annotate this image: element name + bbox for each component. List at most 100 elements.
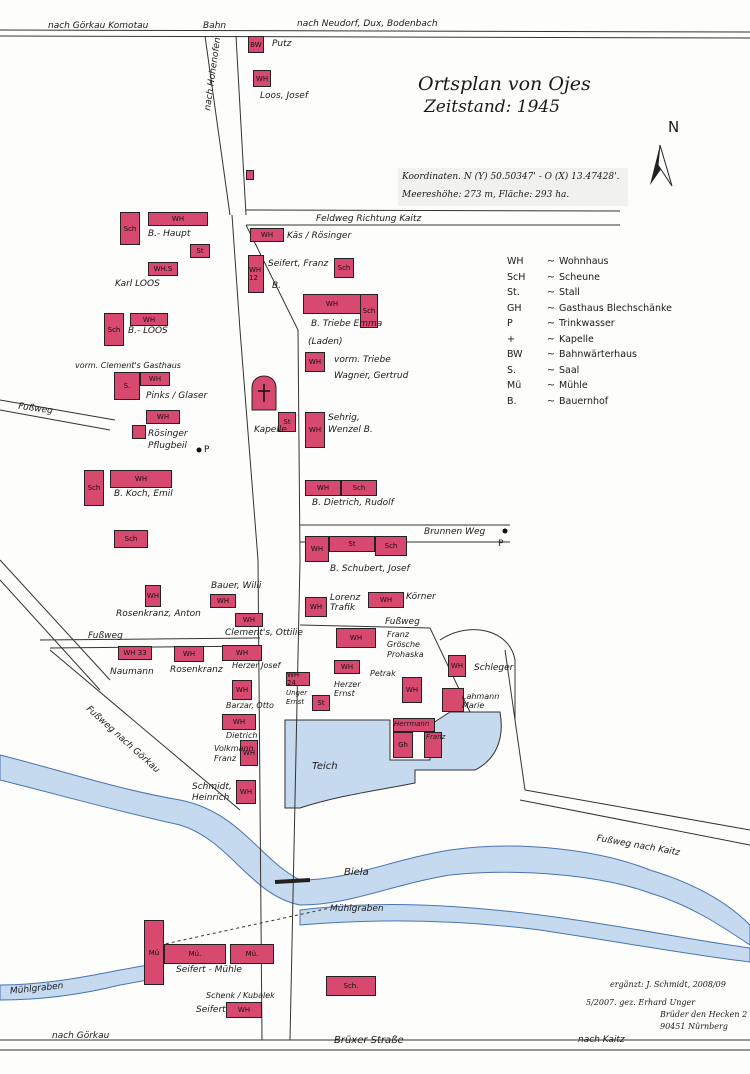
building-seifert-wh: WH 12: [248, 255, 264, 293]
building-sch-isolated: Sch: [114, 530, 148, 548]
label-dietrich: Dietrich: [226, 731, 258, 740]
building-herzer-josef-wh: WH: [222, 645, 262, 661]
pond-teich: [284, 711, 502, 809]
label-petrak: Petrak: [370, 669, 396, 678]
well-icon-2: [502, 528, 508, 534]
credit-line-1: 5/2007. gez. Erhard Unger: [586, 998, 696, 1007]
building-koch-sch: Sch: [84, 470, 104, 506]
road-label-fussweg-mid: Fußweg: [88, 631, 123, 641]
legend-item: +~Kapelle: [507, 333, 594, 345]
building-clement-wh: WH: [235, 613, 263, 627]
building-wagner-wh: WH: [305, 352, 325, 372]
building-herzer-ernst-wh: WH: [334, 660, 360, 674]
legend-item: St.~Stall: [507, 287, 580, 298]
building-unger-st: St: [312, 695, 330, 711]
legend: WH~Wohnhaus ScH~Scheune St.~Stall GH~Gas…: [507, 254, 672, 409]
millrace-stream: [299, 904, 750, 963]
label-lahmann-marie: Lahmann Marie: [462, 692, 500, 710]
label-seifert: Seifert: [196, 1005, 226, 1015]
building-groesche-wh: WH: [336, 628, 376, 648]
label-b-schubert: B. Schubert, Josef: [330, 564, 410, 574]
label-laden: (Laden): [308, 337, 343, 347]
label-sehrig: Sehrig, Wenzel B.: [328, 413, 373, 435]
building-muehle-right: Mü.: [230, 944, 274, 964]
label-b-loos: B.- LOOS: [128, 326, 168, 336]
building-bloos-wh: WH: [130, 313, 168, 326]
label-loos-josef: Loos, Josef: [260, 91, 308, 101]
label-roesinger-pflugbeil: Rösinger Pflugbeil: [148, 429, 188, 451]
label-herzer-ernst: Herzer Ernst: [334, 680, 361, 698]
label-b-haupt: B.- Haupt: [148, 229, 191, 239]
label-franz-groesche: Franz Grösche Prohaska: [387, 630, 424, 659]
road-label-goerkau-komotau: nach Görkau Komotau: [48, 21, 149, 31]
building-muehle-left: Mü: [144, 920, 164, 985]
building-lorenz-wh: WH: [305, 597, 327, 617]
credit-ergaenzt: ergänzt: J. Schmidt, 2008/09: [610, 980, 726, 989]
building-gasthaus: Gh: [393, 732, 413, 758]
building-unger-wh: WH 24: [286, 672, 310, 686]
label-b-koch: B. Koch, Emil: [114, 489, 173, 499]
label-volkmann-franz: Volkmann Franz: [214, 744, 254, 763]
building-schubert-sch: Sch: [375, 536, 407, 556]
building-dietrich2-wh: WH: [222, 714, 256, 730]
building-rosenkranz-wh: WH: [145, 585, 161, 607]
label-unger-ernst: Unger Ernst: [286, 689, 308, 706]
building-herrmann: [393, 718, 435, 732]
building-koerner-wh: WH: [368, 592, 404, 608]
building-kaes-wh: WH: [250, 228, 284, 242]
building-petrak-wh: WH: [402, 677, 422, 703]
label-herzer-josef: Herzer Josef: [232, 661, 281, 670]
road-label-brunnenweg: Brunnen Weg: [424, 527, 486, 537]
building-dietrich-sch: Sch: [341, 480, 377, 496]
legend-item: Mü~Mühle: [507, 380, 588, 391]
stream-label-muehlgraben: Mühlgraben: [330, 904, 384, 914]
label-wagner: Wagner, Gertrud: [334, 371, 409, 381]
road-label-feldweg: Feldweg Richtung Kaitz: [316, 214, 422, 224]
label-barzar-otto: Barzar, Otto: [226, 701, 274, 710]
building-roesinger-small: [132, 425, 146, 439]
label-schmidt-heinrich: Schmidt, Heinrich: [192, 782, 232, 803]
label-schenk-kubalek: Schenk / Kubalek: [206, 991, 275, 1000]
building-schubert-wh: WH: [305, 536, 329, 562]
building-small: [246, 170, 254, 180]
building-dietrich-wh: WH: [305, 480, 341, 496]
coordinates-text: Koordinaten. N (Y) 50.50347' - O (X) 13.…: [402, 172, 620, 182]
building-barzar-wh: WH: [232, 680, 252, 700]
building-loos-wh-s: WH.S: [148, 262, 178, 276]
legend-item: B.~Bauernhof: [507, 395, 609, 407]
building-volkmann-wh: WH: [240, 740, 258, 766]
building-kapelle-st: St: [278, 412, 296, 432]
building-seifert-sch: Sch: [334, 258, 354, 278]
label-clement-ottilie: Clement's, Ottilie: [225, 628, 303, 638]
label-rosenkranz: Rosenkranz: [170, 665, 223, 675]
label-bauer-willi: Bauer, Willi: [211, 581, 262, 591]
building-triebe-wh: WH: [303, 294, 361, 314]
building-saal: S.: [114, 372, 140, 400]
building-schleger-wh: WH: [448, 655, 466, 677]
building-schmidt-wh: WH: [236, 780, 256, 804]
building-pinks-wh: WH: [140, 372, 170, 386]
label-seifert-franz: Seifert, Franz: [268, 259, 329, 269]
north-label: N: [668, 118, 680, 136]
label-karl-loos: Karl LOOS: [115, 279, 160, 289]
biela-river: [0, 754, 750, 946]
road-label-bottom-kaitz: nach Kaitz: [578, 1035, 625, 1045]
building-haupt-wh: WH: [148, 212, 208, 226]
building-haupt-sch: Sch: [120, 212, 140, 245]
label-b-dietrich: B. Dietrich, Rudolf: [312, 498, 394, 508]
label-kaes-roesinger: Käs / Rösinger: [287, 231, 352, 241]
road-label-bottom-goerkau: nach Görkau: [52, 1031, 110, 1041]
road-label-neudorf: nach Neudorf, Dux, Bodenbach: [297, 19, 438, 29]
building-loos-wh: WH: [253, 70, 271, 87]
building-bloos-sch: Sch: [104, 313, 124, 346]
label-kapelle: Kapelle: [254, 425, 287, 435]
label-seifert-muehle: Seifert - Mühle: [176, 965, 242, 975]
building-bw: BW: [248, 36, 264, 53]
label-franz: Franz: [426, 733, 446, 741]
label-naumann: Naumann: [110, 667, 154, 677]
building-koch-wh: WH: [110, 470, 172, 488]
label-rosenkranz-anton: Rosenkranz, Anton: [116, 609, 201, 619]
label-vorm-triebe: vorm. Triebe: [334, 355, 391, 365]
building-franz: [424, 732, 442, 758]
